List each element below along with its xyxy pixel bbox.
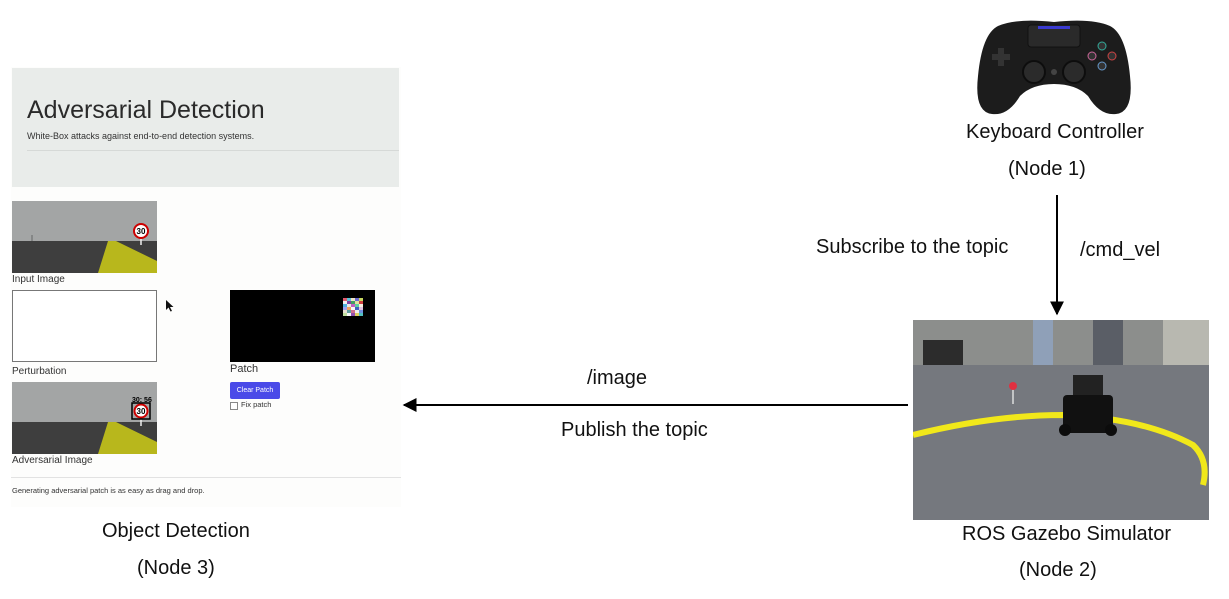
adv-sign-value: 30 xyxy=(137,407,146,416)
fix-patch-checkbox[interactable] xyxy=(230,402,238,410)
cmd-vel-topic-label: /cmd_vel xyxy=(1080,239,1161,261)
node3-name: Object Detection xyxy=(102,520,250,542)
object-detection-app-screenshot: Adversarial Detection White-Box attacks … xyxy=(11,67,401,507)
detection-label: 30: 56 xyxy=(132,397,152,404)
mouse-cursor-icon xyxy=(166,300,174,312)
perturbation-caption: Perturbation xyxy=(12,366,67,377)
footer-divider xyxy=(11,477,401,478)
app-title: Adversarial Detection xyxy=(27,96,265,124)
sign-value: 30 xyxy=(137,227,146,236)
header-divider xyxy=(27,150,399,151)
adversarial-image: 30 30: 56 xyxy=(12,382,157,454)
node1-name: Keyboard Controller xyxy=(966,121,1144,143)
image-topic-label: /image xyxy=(587,367,648,389)
node2-name: ROS Gazebo Simulator xyxy=(962,523,1171,545)
input-image: 30 xyxy=(12,201,157,273)
app-subtitle: White-Box attacks against end-to-end det… xyxy=(27,131,255,141)
fix-patch-label: Fix patch xyxy=(241,400,272,409)
patch-caption: Patch xyxy=(230,363,259,375)
robot-simulator-photo xyxy=(913,320,1209,520)
gamepad-icon xyxy=(977,20,1131,115)
app-header: Adversarial Detection White-Box attacks … xyxy=(12,68,399,187)
publish-label: Publish the topic xyxy=(561,419,708,441)
node2-number: (Node 2) xyxy=(1019,559,1097,581)
perturbation-canvas[interactable] xyxy=(12,290,157,362)
clear-patch-button[interactable]: Clear Patch xyxy=(230,382,280,399)
input-image-caption: Input Image xyxy=(12,274,65,285)
node3-number: (Node 3) xyxy=(137,557,215,579)
subscribe-label: Subscribe to the topic xyxy=(816,236,1009,258)
app-footer: Generating adversarial patch is as easy … xyxy=(12,486,205,495)
adversarial-image-caption: Adversarial Image xyxy=(12,455,93,466)
node1-number: (Node 1) xyxy=(1008,158,1086,180)
adversarial-patch[interactable] xyxy=(343,298,363,316)
